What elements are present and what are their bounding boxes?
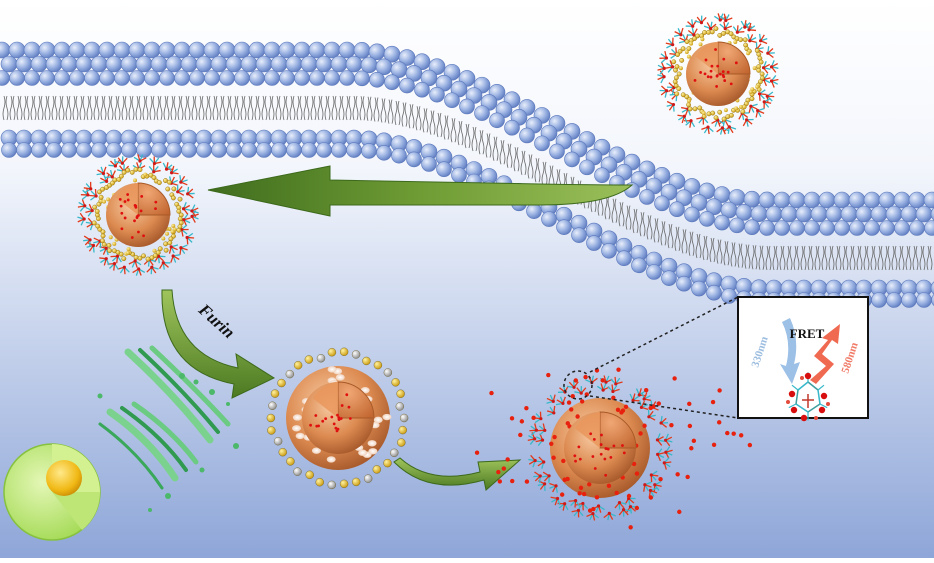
cell-nucleus	[4, 444, 100, 540]
fret-inset: FRET 330nm 580nm	[738, 297, 868, 421]
fret-label: FRET	[790, 326, 825, 341]
